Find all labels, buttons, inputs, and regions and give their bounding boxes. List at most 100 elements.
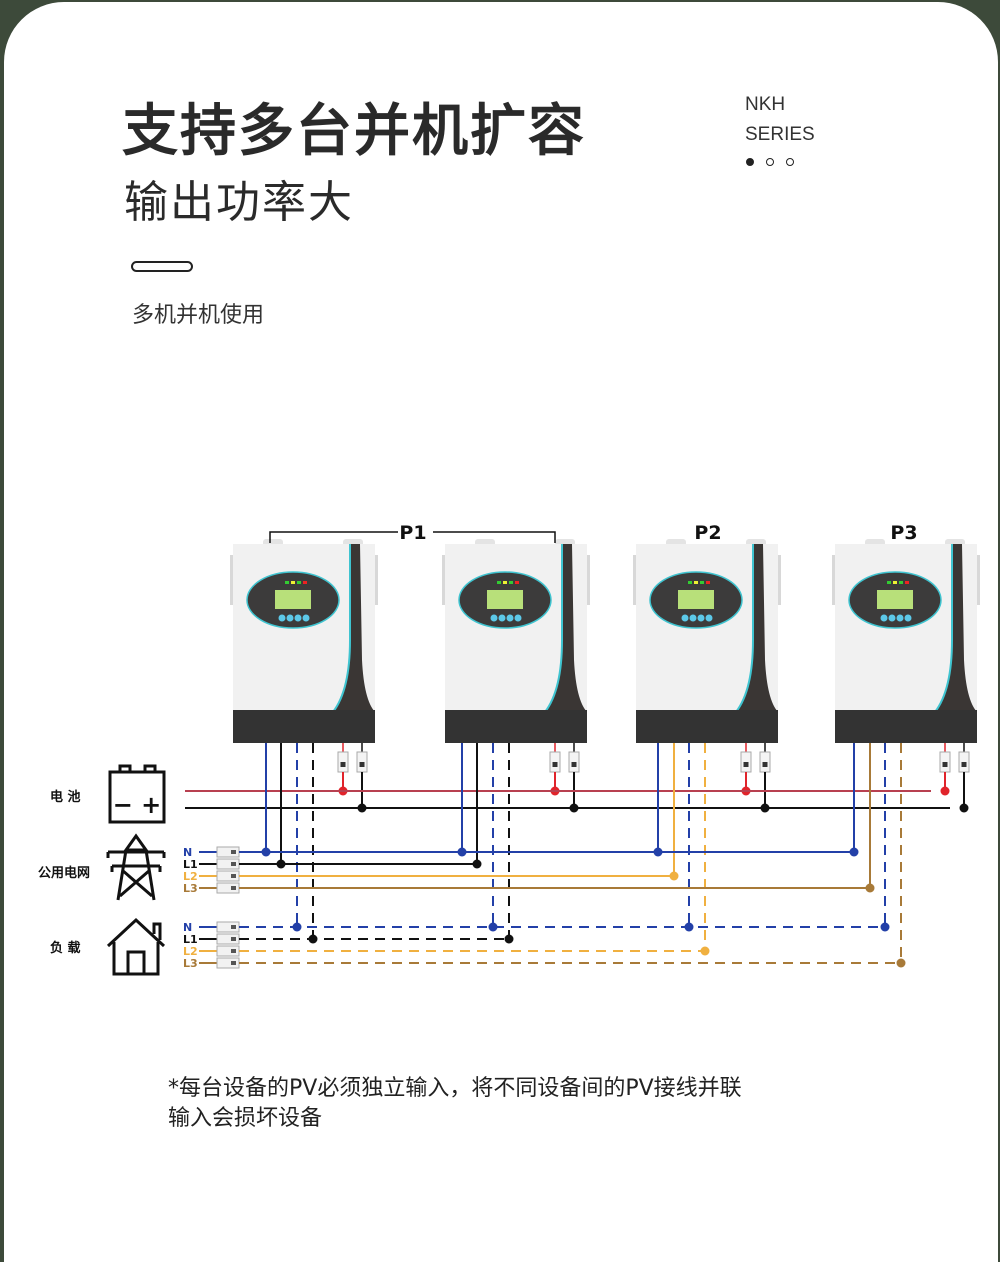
side-handle	[230, 555, 234, 605]
status-led	[303, 581, 307, 584]
phase-label: N	[183, 921, 192, 934]
phase-label: L3	[183, 957, 198, 970]
section-label: 多机并机使用	[132, 303, 265, 328]
panel-button	[302, 614, 310, 622]
side-handle	[777, 555, 781, 605]
inverter-stripe	[736, 544, 778, 712]
panel-button	[294, 614, 302, 622]
panel-button	[697, 614, 705, 622]
breaker-switch	[552, 762, 558, 767]
lcd-display	[877, 590, 913, 609]
lcd-display	[678, 590, 714, 609]
breaker-switch	[340, 762, 346, 767]
breaker-switch	[743, 762, 749, 767]
inverter-accent	[735, 544, 754, 713]
battery-icon	[108, 764, 166, 824]
breaker-switch	[762, 762, 768, 767]
page-title: 支持多台并机扩容	[122, 99, 586, 164]
group-label: P3	[890, 522, 917, 544]
breaker-switch	[231, 886, 236, 890]
status-led	[905, 581, 909, 584]
breaker-switch	[231, 925, 236, 929]
status-led	[694, 581, 698, 584]
grid-label: 公用电网	[38, 866, 91, 881]
phase-label: L3	[183, 882, 198, 895]
panel-button	[681, 614, 689, 622]
status-led	[899, 581, 903, 584]
warning-note: *每台设备的PV必须独立输入，将不同设备间的PV接线并联 输入会损坏设备	[168, 1074, 742, 1134]
status-led	[887, 581, 891, 584]
p1-bracket	[269, 531, 556, 543]
brand-name: NKH	[745, 94, 786, 115]
inverter-base	[233, 710, 375, 743]
house-icon	[106, 917, 166, 976]
side-handle	[442, 555, 446, 605]
inverter-base	[445, 710, 587, 743]
side-handle	[374, 555, 378, 605]
inverter-stripe	[545, 544, 587, 712]
indicator-dot	[766, 158, 774, 166]
panel-button	[278, 614, 286, 622]
phase-label: L2	[183, 945, 198, 958]
panel-button	[705, 614, 713, 622]
status-led	[688, 581, 692, 584]
brand-series: SERIES	[745, 124, 815, 145]
junction-dot	[880, 922, 890, 932]
panel-button	[888, 614, 896, 622]
breaker-switch	[231, 862, 236, 866]
junction-dot	[488, 922, 498, 932]
side-handle	[586, 555, 590, 605]
panel-button	[286, 614, 294, 622]
battery-label: 电 池	[50, 790, 81, 805]
indicator-dot	[786, 158, 794, 166]
panel-button	[880, 614, 888, 622]
inverter-accent	[544, 544, 563, 713]
indicator-dot-active	[746, 158, 754, 166]
breaker-switch	[942, 762, 948, 767]
breaker-switch	[571, 762, 577, 767]
panel-button	[506, 614, 514, 622]
breaker-switch	[961, 762, 967, 767]
lcd-display	[275, 590, 311, 609]
panel-button	[490, 614, 498, 622]
inverter-stripe	[333, 544, 375, 712]
panel-button	[689, 614, 697, 622]
junction-dot	[896, 958, 906, 968]
status-led	[285, 581, 289, 584]
panel-button	[498, 614, 506, 622]
status-led	[706, 581, 710, 584]
status-led	[509, 581, 513, 584]
junction-dot	[940, 786, 950, 796]
page-indicator	[746, 158, 794, 166]
power-tower-icon	[106, 833, 166, 901]
status-led	[291, 581, 295, 584]
phase-label: L1	[183, 933, 198, 946]
breaker-switch	[231, 961, 236, 965]
breaker-switch	[231, 874, 236, 878]
side-handle	[832, 555, 836, 605]
divider-pill	[131, 261, 193, 272]
group-label: P2	[694, 522, 721, 544]
phase-label: L2	[183, 870, 198, 883]
breaker-switch	[359, 762, 365, 767]
inverter-base	[835, 710, 977, 743]
note-line-2: 输入会损坏设备	[168, 1106, 323, 1131]
panel-button	[896, 614, 904, 622]
side-handle	[633, 555, 637, 605]
phase-label: L1	[183, 858, 198, 871]
status-led	[893, 581, 897, 584]
inverter-accent	[934, 544, 953, 713]
note-line-1: *每台设备的PV必须独立输入，将不同设备间的PV接线并联	[168, 1076, 742, 1101]
phase-label: N	[183, 846, 192, 859]
junction-dot	[959, 803, 969, 813]
series-brand: NKH SERIES	[745, 90, 815, 150]
panel-button	[514, 614, 522, 622]
inverter-accent	[332, 544, 351, 713]
battery-terminals: − +	[113, 791, 162, 819]
group-label: P1	[399, 522, 426, 544]
status-led	[700, 581, 704, 584]
junction-dot	[504, 934, 514, 944]
page-subtitle: 输出功率大	[124, 177, 354, 228]
load-label: 负 载	[50, 941, 81, 956]
